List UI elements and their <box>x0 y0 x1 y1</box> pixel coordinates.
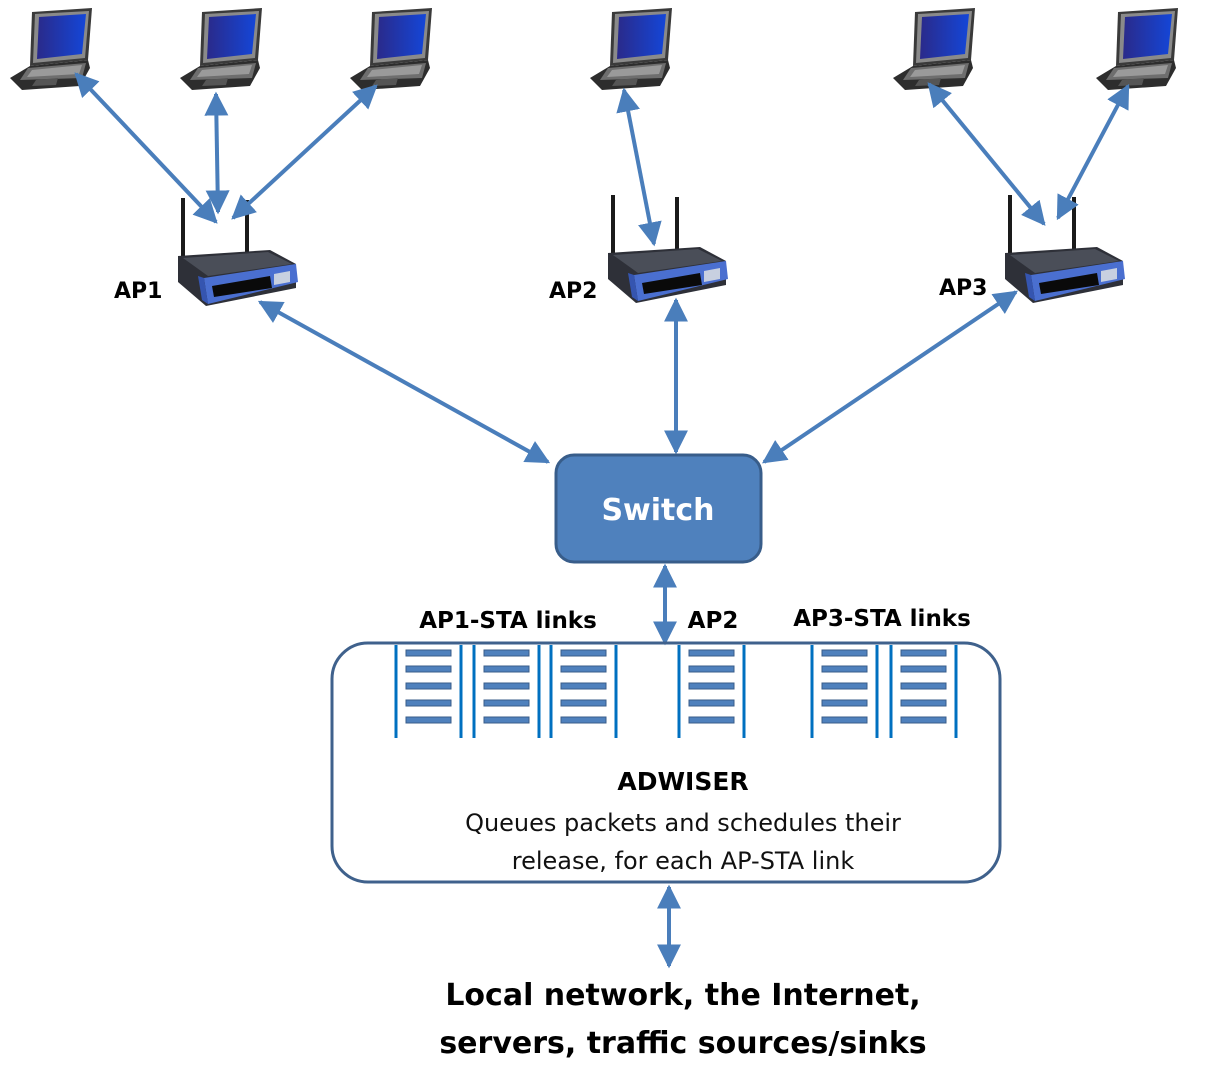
link-arrow <box>616 87 662 247</box>
queued-packet <box>688 649 735 657</box>
queued-packet <box>900 665 947 673</box>
queue-group-label: AP1-STA links <box>419 608 597 634</box>
queue <box>472 645 541 738</box>
queued-packet <box>900 682 947 690</box>
queued-packet <box>688 665 735 673</box>
laptop-icon <box>1096 8 1178 90</box>
queued-packet <box>821 682 868 690</box>
queued-packet <box>900 699 947 707</box>
queued-packet <box>405 682 452 690</box>
queued-packet <box>821 699 868 707</box>
queued-packet <box>560 716 607 724</box>
queued-packet <box>560 699 607 707</box>
switch-node: Switch <box>554 453 763 564</box>
queue <box>677 645 746 738</box>
adwiser-description-line2: release, for each AP-STA link <box>512 847 855 875</box>
queue-group-label: AP2 <box>688 608 739 634</box>
laptop-icon <box>893 8 975 90</box>
queued-packet <box>405 665 452 673</box>
queued-packet <box>483 699 530 707</box>
link-arrow <box>231 84 378 220</box>
adwiser-title: ADWISER <box>617 767 748 796</box>
queued-packet <box>405 699 452 707</box>
queued-packet <box>483 716 530 724</box>
laptop-icon <box>350 8 432 90</box>
laptop-icon <box>180 8 262 90</box>
switch-label: Switch <box>601 493 714 528</box>
queue <box>889 645 958 738</box>
queued-packet <box>405 716 452 724</box>
queued-packet <box>900 649 947 657</box>
queue-stack <box>394 645 958 738</box>
queued-packet <box>560 649 607 657</box>
queued-packet <box>821 716 868 724</box>
queued-packet <box>900 716 947 724</box>
queued-packet <box>483 665 530 673</box>
queued-packet <box>560 682 607 690</box>
queued-packet <box>688 682 735 690</box>
queue-group-label: AP3-STA links <box>793 606 971 632</box>
queued-packet <box>821 649 868 657</box>
queued-packet <box>483 682 530 690</box>
link-arrow <box>927 82 1046 226</box>
wireless-router-icon <box>1005 195 1125 303</box>
queued-packet <box>483 649 530 657</box>
queue <box>549 645 618 738</box>
queue <box>810 645 879 738</box>
link-arrow <box>257 300 551 464</box>
ap-label: AP2 <box>549 279 597 304</box>
link-arrow <box>762 290 1018 464</box>
external-network-line2: servers, traffic sources/sinks <box>439 1026 926 1061</box>
adwiser-description-line1: Queues packets and schedules their <box>465 809 901 837</box>
link-arrow <box>1056 83 1130 221</box>
queue <box>394 645 463 738</box>
queued-packet <box>688 716 735 724</box>
link-arrow <box>204 91 230 215</box>
wireless-router-icon <box>608 195 728 303</box>
laptop-icon <box>590 8 672 90</box>
ap-label: AP1 <box>114 279 162 304</box>
queued-packet <box>405 649 452 657</box>
link-arrow <box>74 72 218 224</box>
ap-label: AP3 <box>939 276 987 301</box>
external-network-line1: Local network, the Internet, <box>445 978 920 1013</box>
queued-packet <box>821 665 868 673</box>
queued-packet <box>688 699 735 707</box>
queued-packet <box>560 665 607 673</box>
adwiser-box <box>330 641 1002 884</box>
